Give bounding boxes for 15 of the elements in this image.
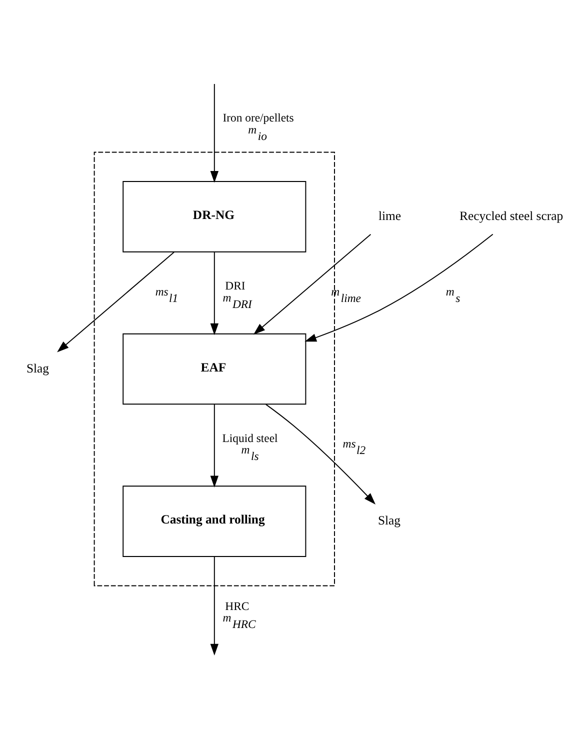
arrow xyxy=(57,251,175,352)
node-box: EAF xyxy=(122,332,306,404)
arrow xyxy=(210,556,219,656)
arrow xyxy=(304,233,494,342)
arrow xyxy=(265,403,376,504)
arrow xyxy=(210,251,219,335)
node-text: lime xyxy=(378,208,402,222)
node-text: Recycled steel scrap xyxy=(459,208,564,222)
node-text: Slag xyxy=(378,513,401,528)
arrow xyxy=(210,83,219,182)
arrow xyxy=(210,403,219,487)
node-box: Casting and rolling xyxy=(122,485,306,556)
node-text: Slag xyxy=(26,360,50,375)
arrow xyxy=(253,233,372,334)
node-box: DR-NG xyxy=(122,180,306,252)
